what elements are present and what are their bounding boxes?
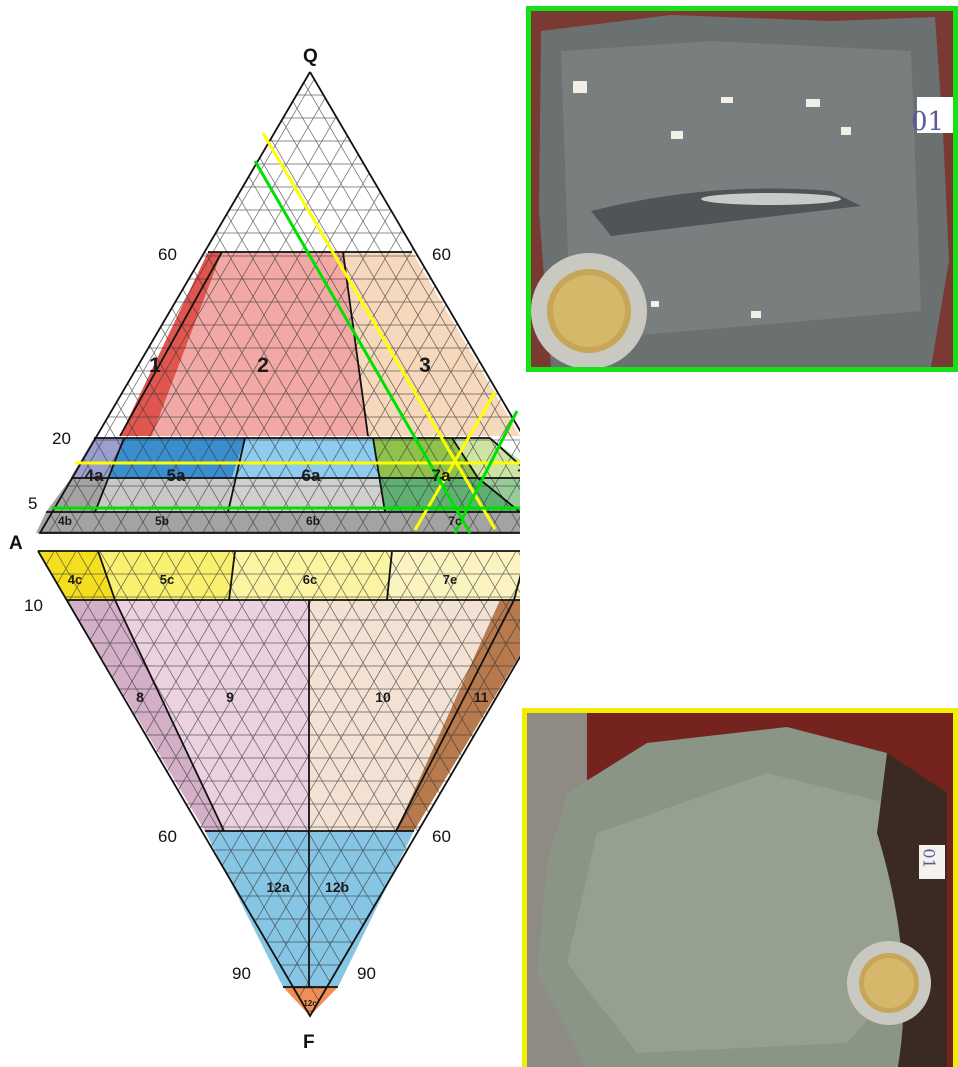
- field-label-3: 3: [419, 354, 431, 377]
- tick-upper-left-20: 20: [52, 429, 71, 448]
- field-label-5b: 5b: [155, 514, 169, 528]
- field-label-7a: 7a: [432, 466, 451, 485]
- field-label-4a: 4a: [85, 466, 104, 485]
- field-label-7e: 7e: [443, 572, 457, 587]
- field-label-4b: 4b: [58, 514, 72, 528]
- rock-sample-with-coin-icon: [527, 713, 953, 1067]
- field-label-6c: 6c: [303, 572, 317, 587]
- tick-lower-right-90: 90: [357, 964, 376, 983]
- field-label-10: 10: [375, 689, 391, 705]
- vertex-a: A: [9, 533, 23, 554]
- field-label-6a: 6a: [302, 466, 321, 485]
- field-label-12c: 12c: [303, 999, 317, 1008]
- field-label-2: 2: [257, 354, 269, 377]
- field-label-6b: 6b: [306, 514, 320, 528]
- field-label-7b: 7b: [517, 466, 520, 485]
- tick-lower-left-60: 60: [158, 827, 177, 846]
- field-label-5c: 5c: [160, 572, 174, 587]
- field-label-12a: 12a: [266, 879, 290, 895]
- tick-lower-left-90: 90: [232, 964, 251, 983]
- field-label-5a: 5a: [167, 466, 186, 485]
- tick-upper-left-5: 5: [28, 494, 37, 513]
- field-label-4c: 4c: [68, 572, 82, 587]
- field-label-8: 8: [136, 689, 144, 705]
- rock-photo-1: 01: [526, 6, 958, 372]
- field-label-9: 9: [226, 689, 234, 705]
- tick-lower-left-10: 10: [24, 596, 43, 615]
- field-12a: [205, 831, 309, 987]
- sample-label: 01: [911, 107, 944, 137]
- field-label-11: 11: [474, 689, 489, 705]
- vertex-q: Q: [303, 46, 318, 67]
- sample-label: 01: [920, 848, 939, 868]
- tick-lower-right-60: 60: [432, 827, 451, 846]
- rock-photo-2: 01: [522, 708, 958, 1067]
- field-label-7c: 7c: [448, 514, 462, 528]
- rock-sample-with-coin-icon: [531, 11, 953, 367]
- qapf-diagram: 1238910114a5a6a7a7b4b5b6b7c7d4c5c6c7e7f1…: [0, 0, 520, 1067]
- tick-upper-right-60: 60: [432, 245, 451, 264]
- vertex-f: F: [303, 1032, 315, 1053]
- field-label-1: 1: [149, 354, 161, 377]
- tick-upper-left-60: 60: [158, 245, 177, 264]
- field-label-12b: 12b: [325, 879, 349, 895]
